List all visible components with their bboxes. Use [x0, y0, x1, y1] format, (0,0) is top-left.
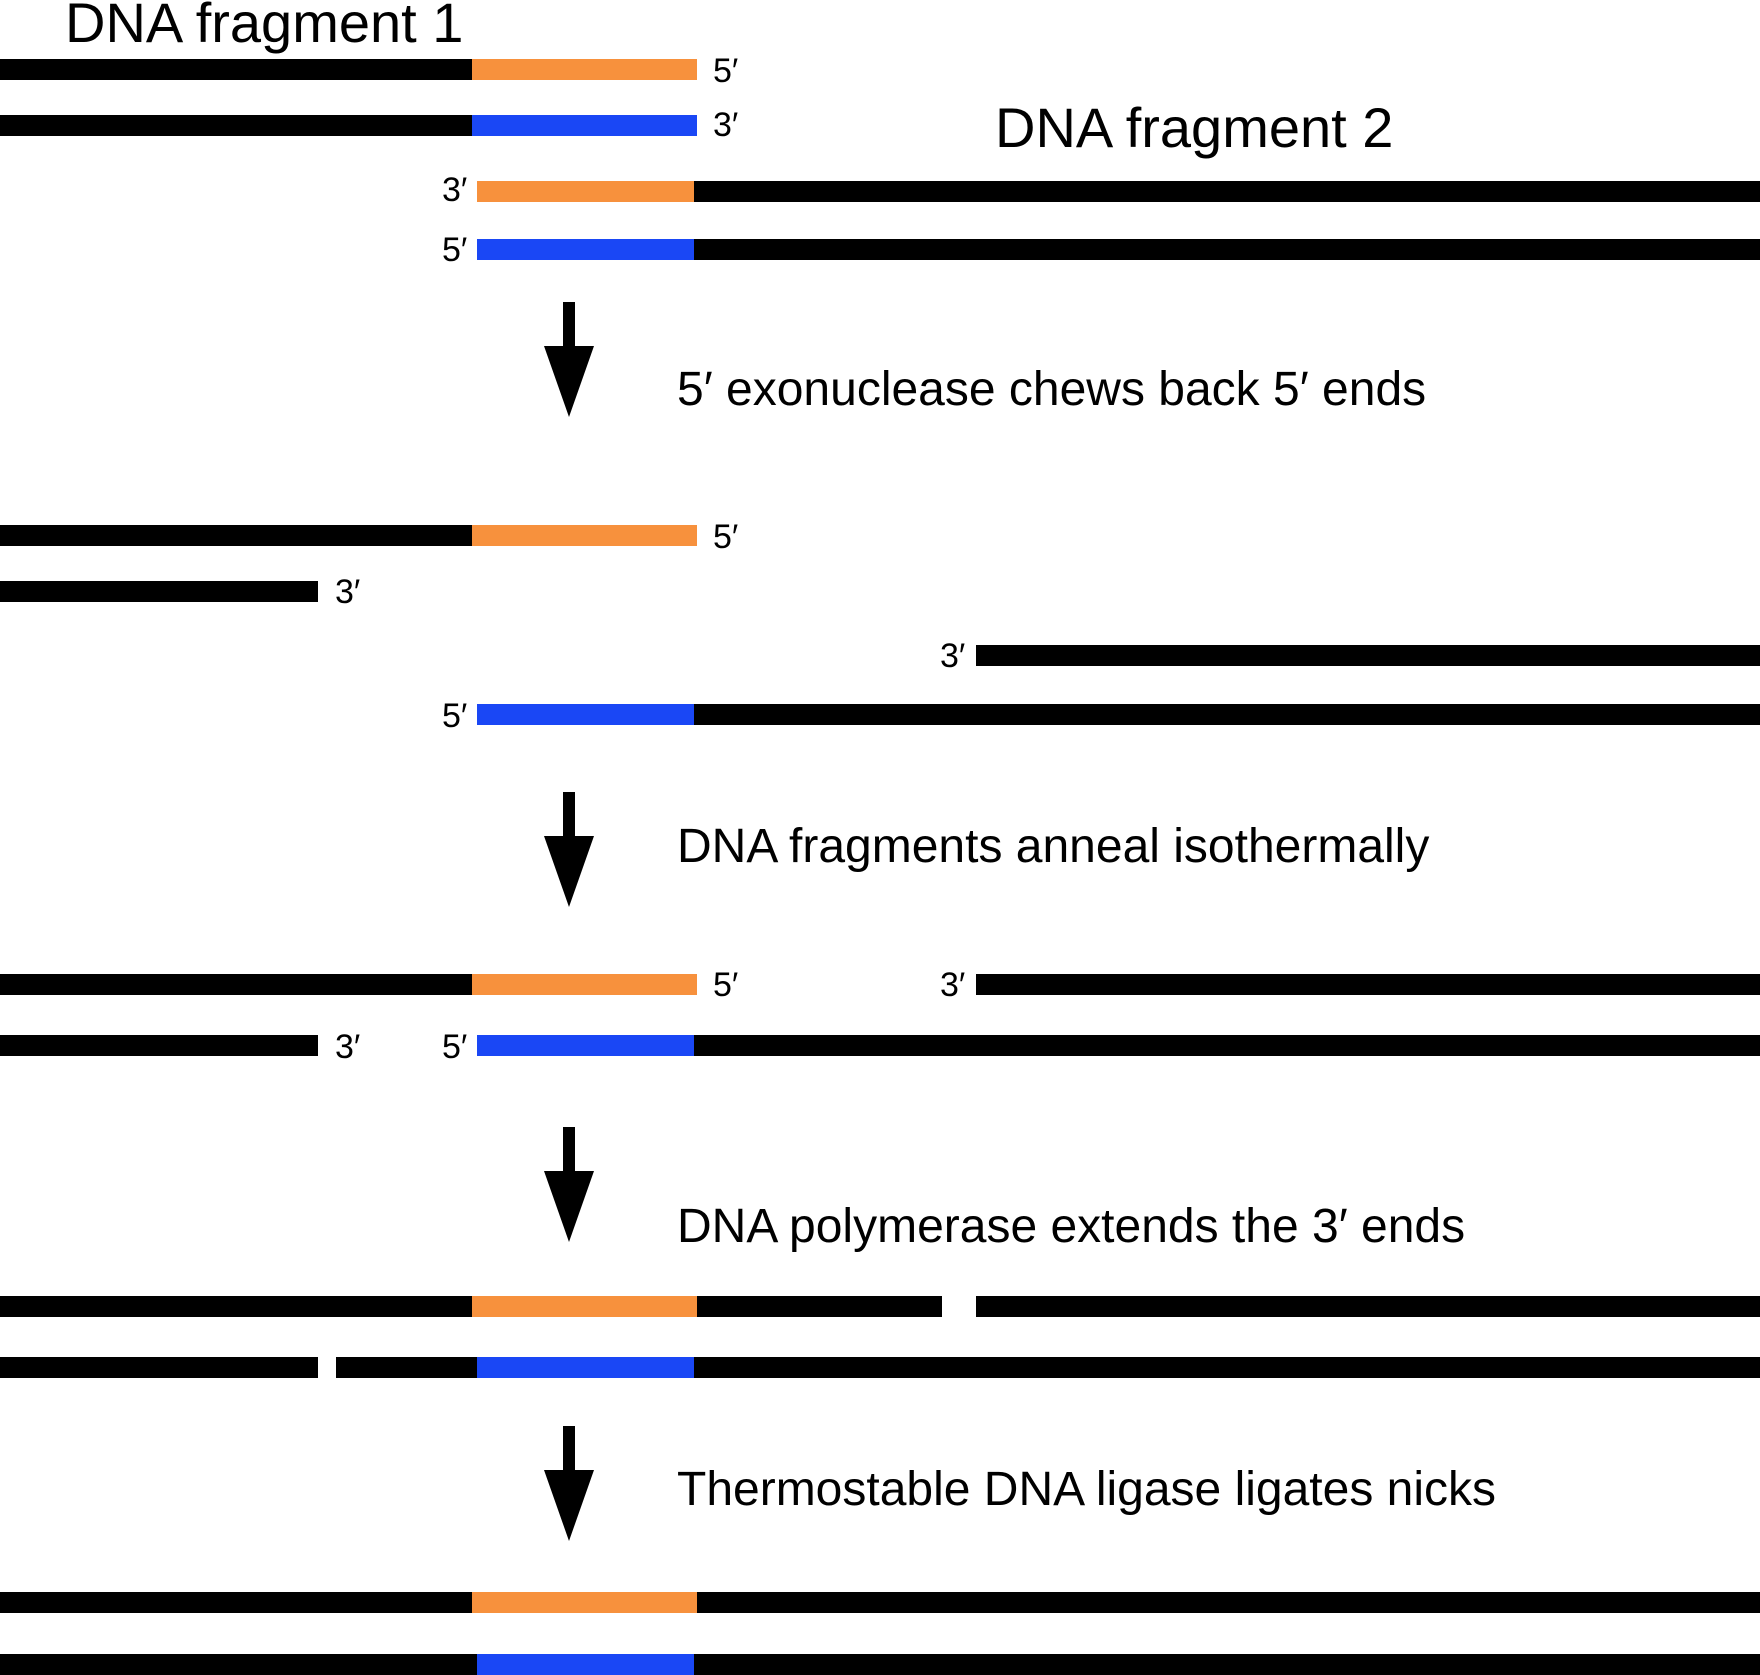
strand-segment	[0, 1296, 472, 1317]
stage-4-extended	[0, 1296, 1760, 1378]
step-anneal-label: DNA fragments anneal isothermally	[677, 820, 1429, 873]
stage-2-fragment-1	[0, 525, 697, 602]
overlap-segment-blue	[477, 239, 694, 260]
step-exonuclease-label: 5′ exonuclease chews back 5′ ends	[677, 363, 1426, 416]
overlap-segment-orange	[472, 1296, 697, 1317]
strand-segment	[694, 1357, 1760, 1378]
overlap-segment-orange	[472, 59, 697, 80]
overlap-segment-orange	[472, 1592, 697, 1613]
strand-segment	[336, 1357, 477, 1378]
strand-segment	[0, 59, 472, 80]
stage-2-fragment-2	[477, 645, 1760, 725]
stage-5-ligated	[0, 1592, 1760, 1675]
overlap-segment-orange	[477, 181, 694, 202]
end-label-3prime: 3′	[335, 573, 360, 611]
stage-3-annealed	[0, 974, 1760, 1056]
strand-segment	[697, 1296, 942, 1317]
strand-segment	[694, 239, 1760, 260]
stage-1-fragment-2	[477, 181, 1760, 260]
fragment-1-title: DNA fragment 1	[65, 0, 463, 54]
down-arrow-icon	[544, 1127, 594, 1242]
strand-segment	[697, 1592, 1760, 1613]
end-label-5prime: 5′	[442, 231, 467, 269]
down-arrow-icon	[544, 792, 594, 907]
strand-segment	[976, 974, 1760, 995]
end-label-3prime: 3′	[940, 637, 965, 675]
end-label-5prime: 5′	[713, 518, 738, 556]
overlap-segment-blue	[477, 1357, 694, 1378]
stage-1-fragment-1	[0, 59, 697, 136]
overlap-segment-blue	[477, 1654, 694, 1675]
strand-segment	[976, 645, 1760, 666]
strand-segment	[976, 1296, 1760, 1317]
end-label-3prime: 3′	[442, 171, 467, 209]
strand-segment	[0, 1357, 318, 1378]
down-arrow-icon	[544, 302, 594, 417]
strand-segment	[694, 1654, 1760, 1675]
end-label-3prime: 3′	[713, 106, 738, 144]
strand-segment	[0, 525, 472, 546]
strand-segment	[0, 1035, 318, 1056]
step-polymerase-label: DNA polymerase extends the 3′ ends	[677, 1200, 1465, 1253]
overlap-segment-blue	[472, 115, 697, 136]
end-label-5prime: 5′	[442, 697, 467, 735]
overlap-segment-blue	[477, 1035, 694, 1056]
overlap-segment-orange	[472, 525, 697, 546]
strand-segment	[0, 974, 472, 995]
strand-segment	[694, 181, 1760, 202]
strand-segment	[0, 115, 472, 136]
strand-segment	[0, 1592, 472, 1613]
end-label-5prime: 5′	[713, 966, 738, 1004]
overlap-segment-blue	[477, 704, 694, 725]
strand-segment	[0, 1654, 477, 1675]
strand-segment	[0, 581, 318, 602]
end-label-5prime: 5′	[442, 1028, 467, 1066]
end-label-5prime: 5′	[713, 52, 738, 90]
fragment-2-title: DNA fragment 2	[995, 96, 1393, 159]
end-label-3prime: 3′	[940, 966, 965, 1004]
strand-segment	[694, 704, 1760, 725]
end-label-3prime: 3′	[335, 1028, 360, 1066]
step-ligase-label: Thermostable DNA ligase ligates nicks	[677, 1463, 1496, 1516]
overlap-segment-orange	[472, 974, 697, 995]
strand-segment	[694, 1035, 1760, 1056]
down-arrow-icon	[544, 1426, 594, 1541]
